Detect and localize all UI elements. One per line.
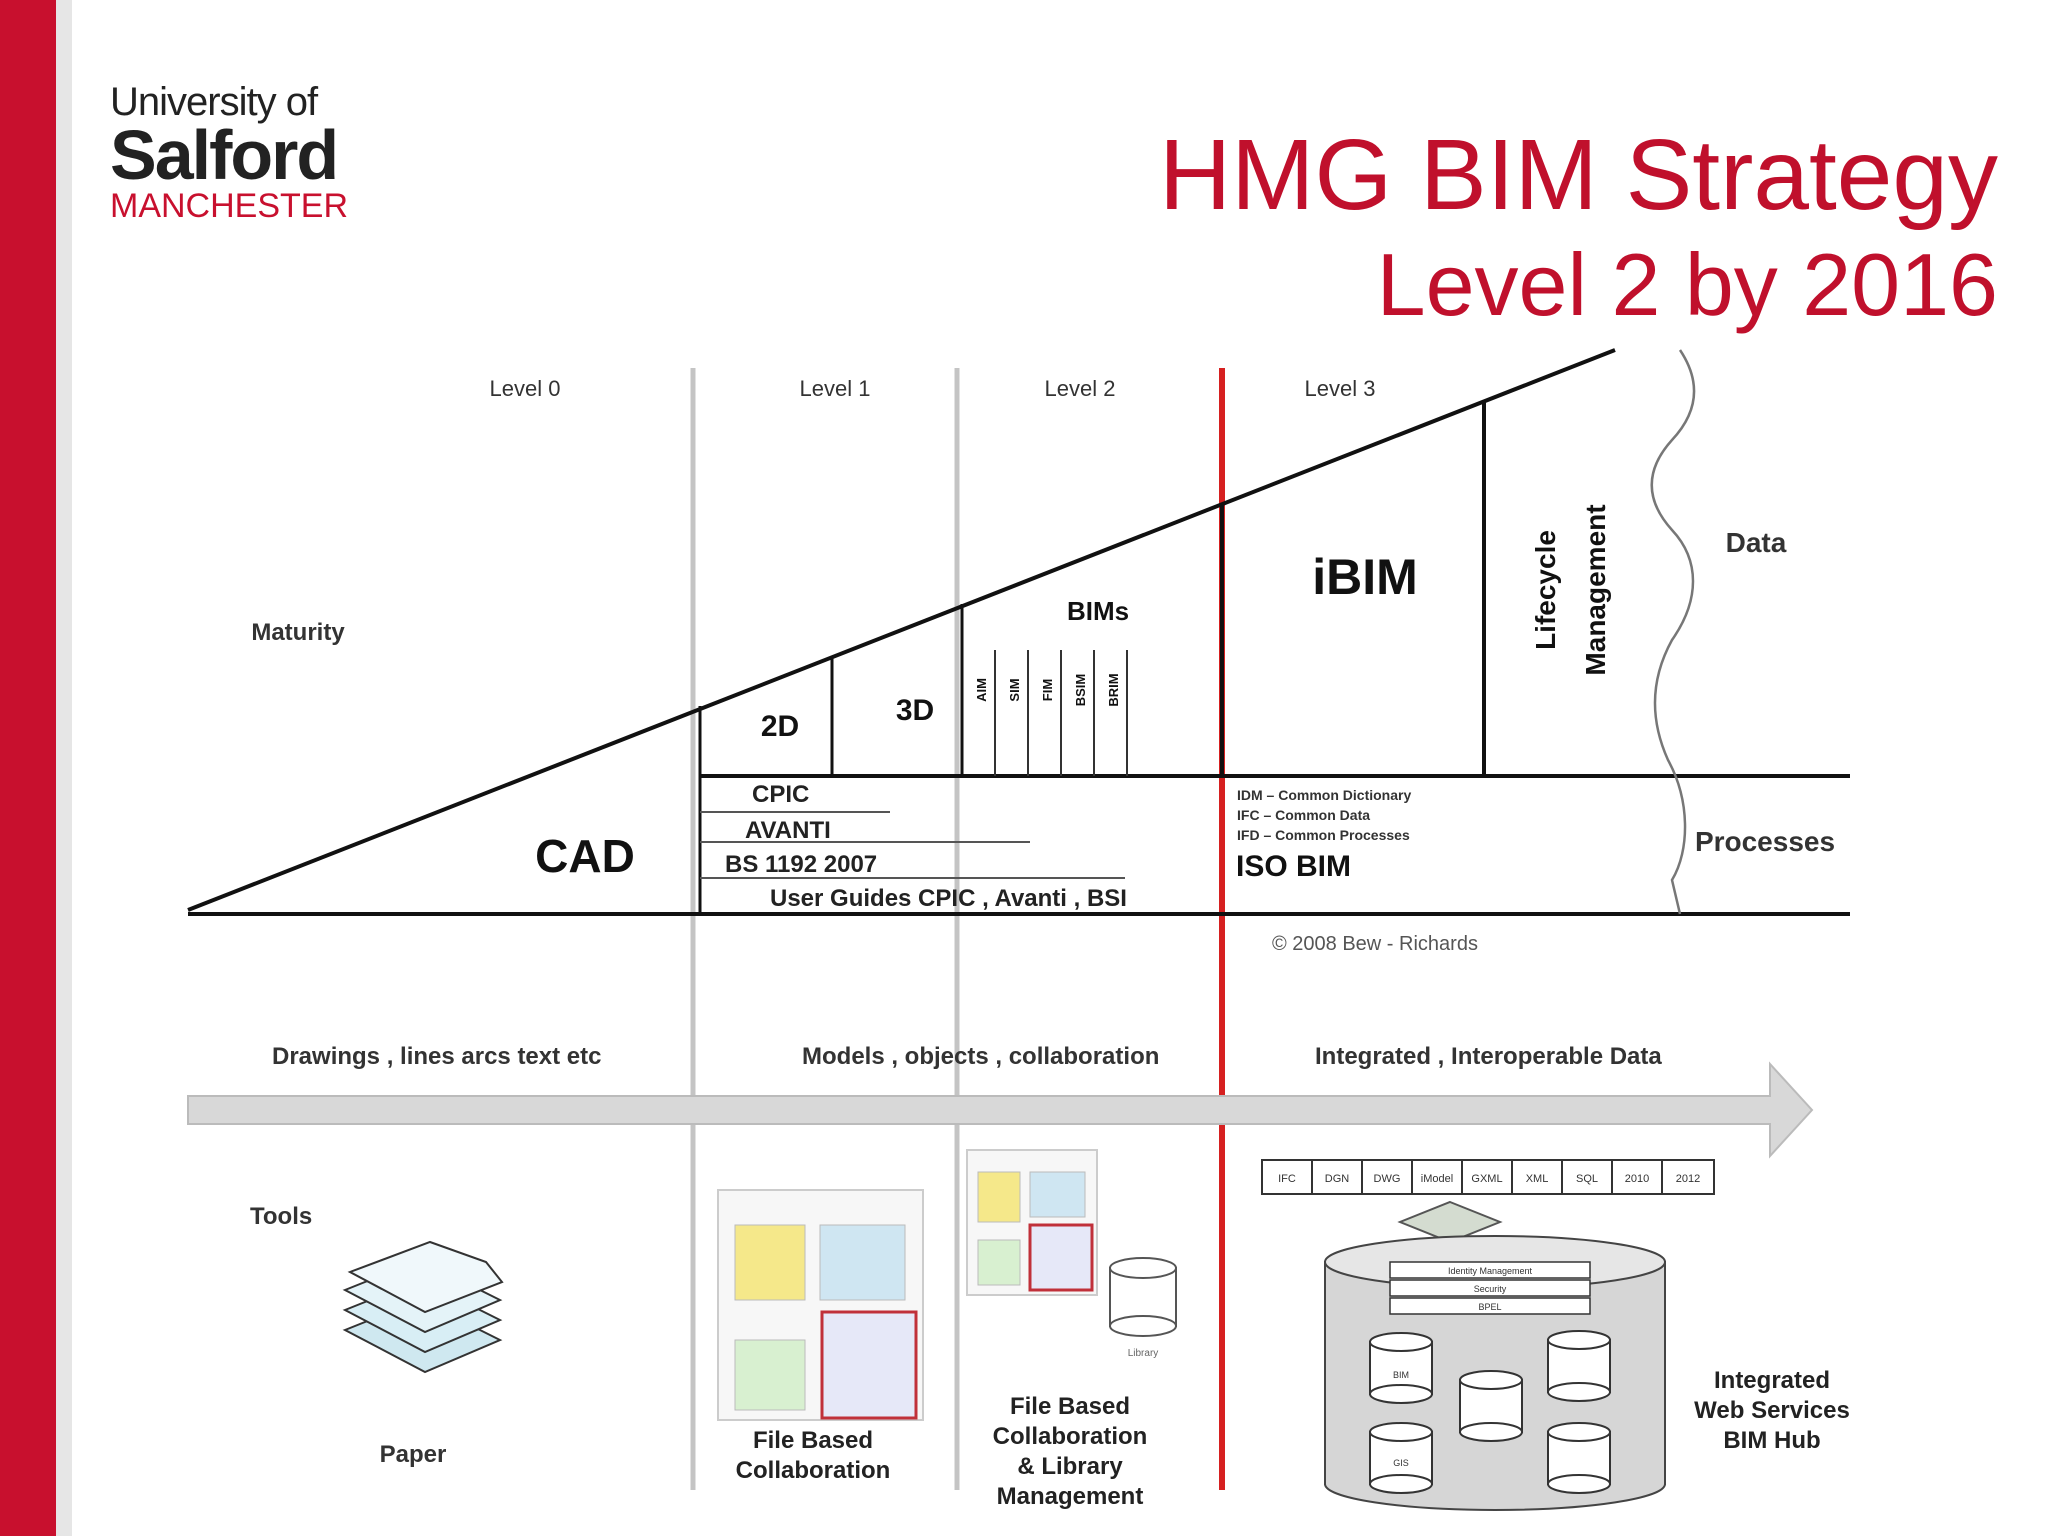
management-label: Management: [1580, 504, 1611, 675]
cad-label: CAD: [535, 830, 635, 882]
maturity-hypotenuse: [187, 348, 1616, 912]
file-library-label-3: & Library: [1017, 1453, 1123, 1480]
standard-cpic: CPIC: [752, 781, 809, 808]
sidebar-accent-bar: [0, 0, 56, 1536]
file-based-label-2: Collaboration: [736, 1457, 891, 1484]
paper-stack-icon: [342, 1240, 504, 1374]
level-1-label: Level 1: [800, 376, 871, 401]
hub-row-identity: Identity Management: [1448, 1266, 1533, 1276]
hub-db-center-icon: [1459, 1370, 1523, 1442]
bim-type-brim: BRIM: [1106, 673, 1121, 706]
bim-type-fim: FIM: [1040, 679, 1055, 701]
title-sub: Level 2 by 2016: [1376, 235, 1998, 334]
hub-db-bim-label: BIM: [1393, 1370, 1409, 1380]
hub-db-gis-label: GIS: [1393, 1458, 1409, 1468]
hub-label-1: Integrated: [1714, 1367, 1830, 1394]
hub-db-right-icon: [1547, 1330, 1611, 1402]
hub-label-2: Web Services: [1694, 1397, 1850, 1424]
bim-type-bsim: BSIM: [1073, 674, 1088, 707]
level-2-label: Level 2: [1045, 376, 1116, 401]
arrow-label-integrated: Integrated , Interoperable Data: [1315, 1043, 1662, 1070]
format-dwg: DWG: [1374, 1173, 1401, 1185]
iso-bim-label: ISO BIM: [1236, 850, 1351, 883]
format-sql: SQL: [1576, 1173, 1598, 1185]
format-gxml: GXML: [1471, 1173, 1502, 1185]
hub-row-bpel: BPEL: [1478, 1302, 1501, 1312]
file-library-label-1: File Based: [1010, 1393, 1130, 1420]
library-cylinder-icon: [1109, 1257, 1177, 1337]
hub-db-gis-icon: [1369, 1422, 1433, 1494]
library-label: Library: [1128, 1348, 1159, 1359]
file-library-document-icon: [966, 1149, 1098, 1296]
format-2012: 2012: [1676, 1173, 1700, 1185]
hub-db-bottom-right-icon: [1547, 1422, 1611, 1494]
data-formats-bar: [1261, 1159, 1715, 1195]
format-2010: 2010: [1625, 1173, 1649, 1185]
format-ifc: IFC: [1278, 1173, 1296, 1185]
iso-line-ifc: IFC – Common Data: [1237, 807, 1370, 823]
slide-title: HMG BIM Strategy Level 2 by 2016: [1159, 120, 1998, 340]
bims-label: BIMs: [1067, 596, 1129, 626]
2d-label: 2D: [761, 710, 799, 743]
level-0-label: Level 0: [490, 376, 561, 401]
bim-type-sim: SIM: [1007, 678, 1022, 701]
3d-label: 3D: [896, 694, 934, 727]
lifecycle-label: Lifecycle: [1530, 530, 1561, 650]
paper-label: Paper: [380, 1441, 447, 1468]
file-based-label-1: File Based: [753, 1427, 873, 1454]
hub-row-security: Security: [1474, 1284, 1507, 1294]
sidebar-edge: [56, 0, 72, 1536]
title-main: HMG BIM Strategy: [1158, 119, 1998, 231]
logo-line-2: Salford: [110, 116, 339, 194]
file-collaboration-document-icon: [717, 1189, 924, 1421]
arrow-label-drawings: Drawings , lines arcs text etc: [272, 1043, 601, 1070]
iso-line-idm: IDM – Common Dictionary: [1237, 787, 1411, 803]
format-imodel: iModel: [1421, 1173, 1453, 1185]
format-dgn: DGN: [1325, 1173, 1350, 1185]
ibim-label: iBIM: [1312, 549, 1418, 605]
hub-db-bim-icon: [1369, 1332, 1433, 1404]
iso-line-ifd: IFD – Common Processes: [1237, 827, 1410, 843]
logo-line-1: University of: [110, 80, 318, 124]
data-boundary-wave: [1650, 349, 1696, 915]
hub-label-3: BIM Hub: [1723, 1427, 1820, 1454]
file-library-label-2: Collaboration: [993, 1423, 1148, 1450]
tools-label: Tools: [250, 1203, 312, 1230]
standard-user-guides: User Guides CPIC , Avanti , BSI: [770, 885, 1127, 912]
copyright-label: © 2008 Bew - Richards: [1272, 933, 1478, 955]
maturity-label: Maturity: [251, 619, 345, 646]
format-xml: XML: [1526, 1173, 1549, 1185]
standard-avanti: AVANTI: [745, 817, 831, 844]
bim-type-aim: AIM: [974, 678, 989, 702]
level-3-label: Level 3: [1305, 376, 1376, 401]
progress-arrow: [187, 1061, 1814, 1159]
arrow-label-models: Models , objects , collaboration: [802, 1043, 1159, 1070]
file-library-label-4: Management: [997, 1483, 1144, 1510]
data-label: Data: [1726, 527, 1787, 558]
processes-label: Processes: [1695, 826, 1835, 857]
university-logo: University of Salford MANCHESTER: [110, 82, 348, 224]
standard-bs1192: BS 1192 2007: [725, 851, 877, 878]
logo-line-3: MANCHESTER: [110, 187, 349, 225]
